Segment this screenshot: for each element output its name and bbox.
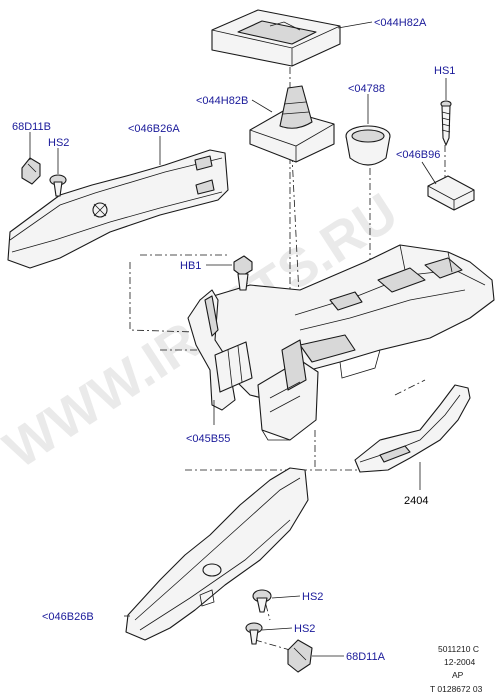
side-panel-lower-part [125,467,309,641]
reference-block: 5011210 C 12-2004 AP T 0128672 03 [430,644,483,694]
callout-046b26b: <046B26B [42,611,94,623]
console-bracket-part [187,289,253,411]
callout-hs2-lower-b: HS2 [294,623,315,635]
console-tray-part [354,384,471,473]
shifter-base-part [257,339,319,441]
callout-04788: <04788 [348,83,385,95]
clip-68d11b-part [21,157,41,185]
screw-hs2-lower-a-part [252,589,272,613]
gear-shift-bezel-part [211,9,341,67]
callout-046b96: <046B96 [396,149,440,161]
side-panel-upper-part [7,149,229,269]
leader-lines [29,21,447,657]
callout-hb1: HB1 [180,260,201,272]
callout-hs2-lower-a: HS2 [302,591,323,603]
callout-044h82b: <044H82B [196,95,248,107]
reference-region: AP [452,670,464,680]
callout-68d11a: 68D11A [346,651,386,663]
callout-2404: 2404 [404,495,428,507]
reference-drawing-number: T 0128672 03 [430,684,483,694]
cup-holder-part [345,125,391,166]
screw-hs2-upper-part [49,174,67,197]
storage-lid-part [427,175,475,211]
callout-044h82a: <044H82A [374,17,427,29]
callout-68d11b: 68D11B [12,121,51,133]
reference-code: 5011210 C [438,644,479,654]
reference-date: 12-2004 [444,657,475,667]
callout-hs2-upper: HS2 [48,137,69,149]
callout-046b26a: <046B26A [128,123,180,135]
bolt-hb1-part [233,255,253,291]
callout-labels: <044H82A <044H82B <04788 HS1 <046B26A 68… [12,17,455,663]
callout-045b55: <045B55 [186,433,230,445]
clip-68d11a-part [287,639,313,673]
callout-hs1: HS1 [434,65,455,77]
center-console-body-part [199,244,495,401]
screw-hs2-lower-b-part [245,622,263,645]
screw-hs1-part [440,100,452,146]
gear-boot-part [249,85,335,163]
